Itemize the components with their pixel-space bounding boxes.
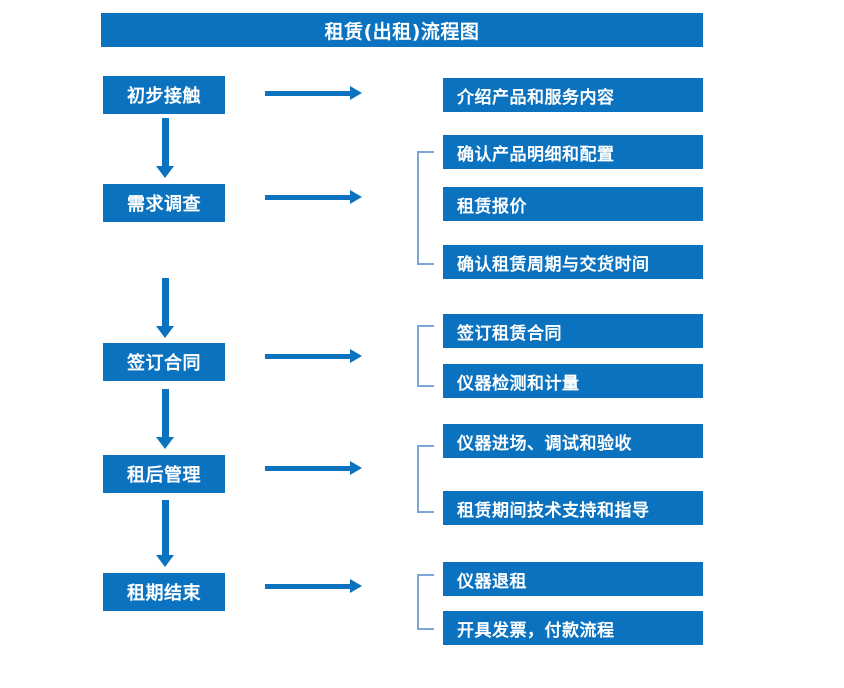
down-arrow-icon: [156, 278, 174, 338]
right-arrow-icon: [265, 349, 362, 363]
group-bracket-icon: [417, 325, 434, 387]
page-title: 租赁(出租)流程图: [101, 13, 703, 47]
detail-box-sign-rental-contract[interactable]: 签订租赁合同: [443, 314, 703, 348]
detail-box-confirm-product-details[interactable]: 确认产品明细和配置: [443, 135, 703, 169]
stage-box-sign-contract[interactable]: 签订合同: [103, 343, 225, 381]
detail-box-instrument-return[interactable]: 仪器退租: [443, 562, 703, 596]
stage-box-demand-survey[interactable]: 需求调查: [103, 184, 225, 222]
stage-box-post-rental-management[interactable]: 租后管理: [103, 455, 225, 493]
right-arrow-icon: [265, 461, 362, 475]
group-bracket-icon: [417, 151, 434, 265]
detail-box-intro-product-service[interactable]: 介绍产品和服务内容: [443, 78, 703, 112]
group-bracket-icon: [417, 574, 434, 630]
detail-box-invoice-payment-process[interactable]: 开具发票，付款流程: [443, 611, 703, 645]
right-arrow-icon: [265, 579, 362, 593]
detail-box-technical-support-during-lease[interactable]: 租赁期间技术支持和指导: [443, 491, 703, 525]
detail-box-instrument-inspection-metering[interactable]: 仪器检测和计量: [443, 364, 703, 398]
down-arrow-icon: [156, 118, 174, 178]
group-bracket-icon: [417, 445, 434, 513]
detail-box-confirm-lease-period-delivery[interactable]: 确认租赁周期与交货时间: [443, 245, 703, 279]
down-arrow-icon: [156, 500, 174, 567]
right-arrow-icon: [265, 190, 362, 204]
stage-box-lease-end[interactable]: 租期结束: [103, 573, 225, 611]
detail-box-rental-quote[interactable]: 租赁报价: [443, 187, 703, 221]
right-arrow-icon: [265, 86, 362, 100]
stage-box-initial-contact[interactable]: 初步接触: [103, 76, 225, 114]
detail-box-instrument-entry-commission-acceptance[interactable]: 仪器进场、调试和验收: [443, 424, 703, 458]
down-arrow-icon: [156, 389, 174, 449]
